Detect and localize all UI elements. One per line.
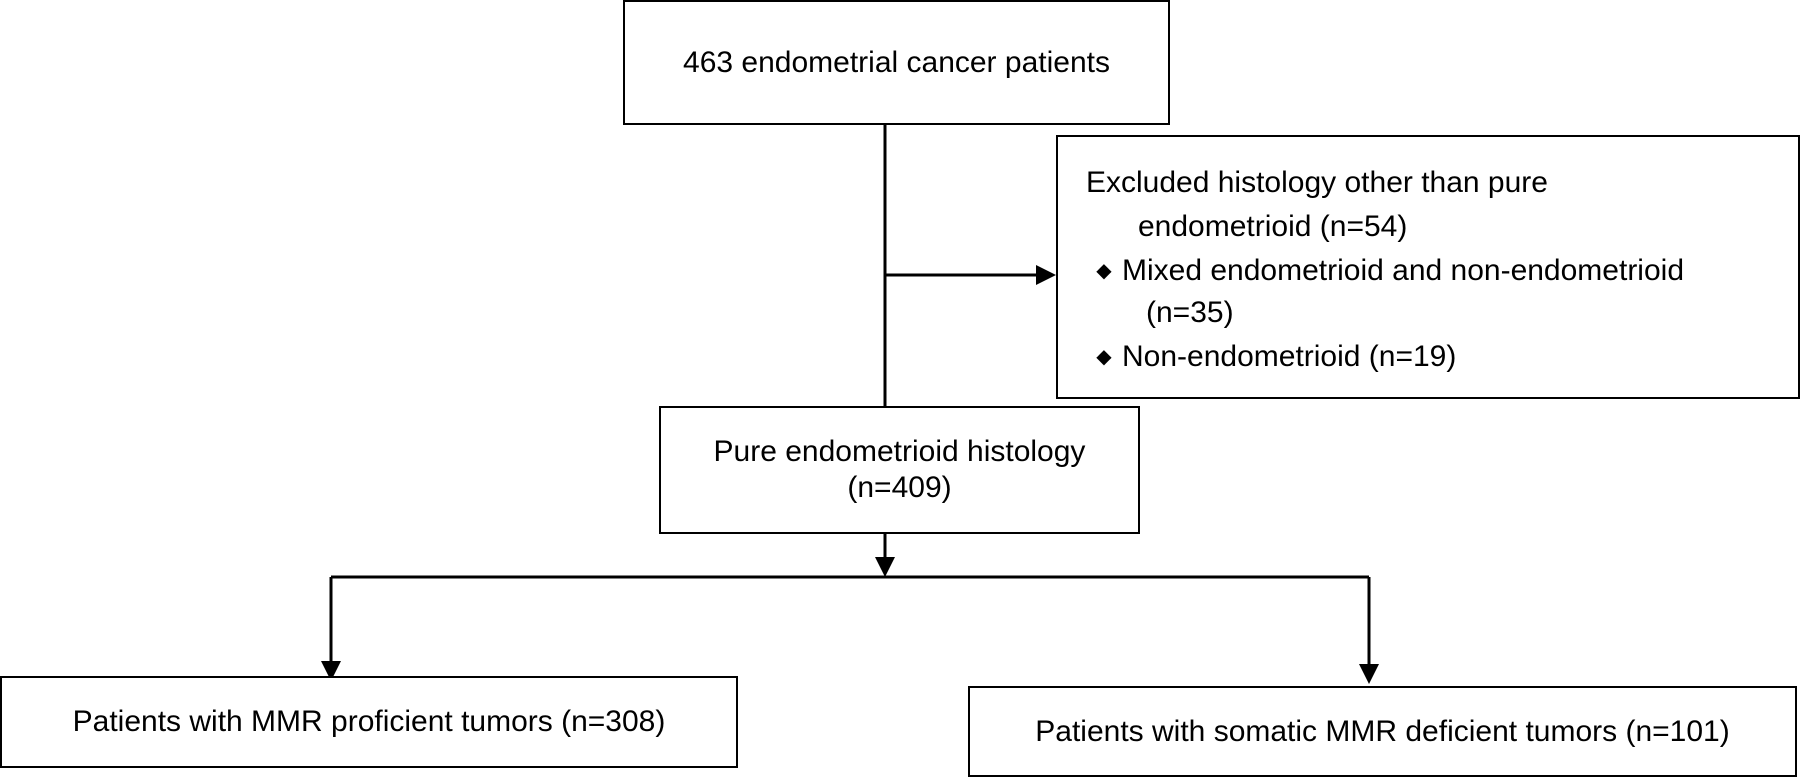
pure-endometrioid-line1: Pure endometrioid histology (713, 435, 1086, 468)
arrowhead-deficient (1359, 664, 1379, 684)
total-patients-box: 463 endometrial cancer patients (623, 0, 1170, 125)
mmr-deficient-label: Patients with somatic MMR deficient tumo… (1035, 714, 1730, 748)
arrowhead-split (875, 557, 895, 577)
excluded-histology-box: Excluded histology other than pure endom… (1056, 135, 1800, 399)
arrowhead-excluded (1036, 265, 1056, 285)
total-patients-label: 463 endometrial cancer patients (683, 45, 1110, 79)
mmr-proficient-box: Patients with MMR proficient tumors (n=3… (0, 676, 738, 768)
excluded-item-mixed-line1: Mixed endometrioid and non-endometrioid (1122, 254, 1685, 287)
mmr-proficient-label: Patients with MMR proficient tumors (n=3… (72, 705, 666, 738)
excluded-title-line1: Excluded histology other than pure (1086, 166, 1548, 199)
excluded-item-mixed-line2: (n=35) (1146, 296, 1234, 329)
pure-endometrioid-line2: (n=409) (847, 471, 952, 504)
excluded-item-mixed: ◆ Mixed endometrioid and non-endometrioi… (1086, 253, 1798, 289)
excluded-item-non-endometrioid: ◆ Non-endometrioid (n=19) (1086, 339, 1798, 375)
pure-endometrioid-box: Pure endometrioid histology (n=409) (659, 406, 1140, 534)
excluded-item-non-endometrioid-label: Non-endometrioid (n=19) (1122, 340, 1457, 373)
diamond-bullet-icon: ◆ (1096, 346, 1112, 368)
mmr-deficient-box: Patients with somatic MMR deficient tumo… (968, 686, 1797, 777)
arrowhead-proficient (321, 661, 341, 681)
excluded-title-line2: endometrioid (n=54) (1138, 210, 1408, 243)
diamond-bullet-icon: ◆ (1096, 260, 1112, 282)
